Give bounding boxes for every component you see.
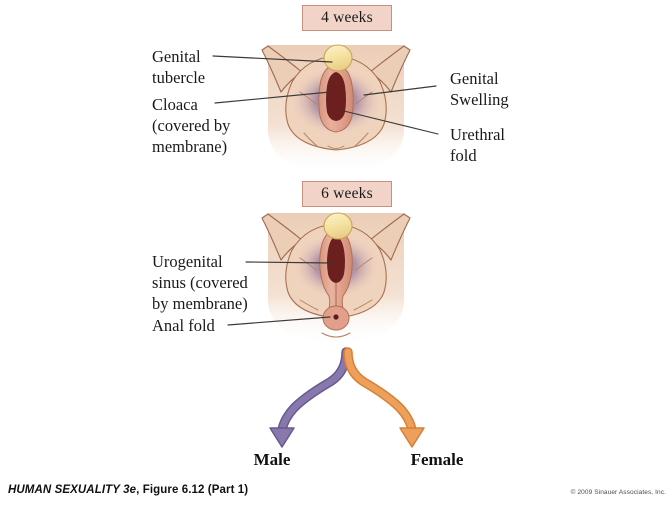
label-genital-tubercle: Genital tubercle	[152, 47, 206, 87]
label-urogenital-sinus: Urogenital sinus (covered by membrane)	[152, 252, 248, 313]
book-title: HUMAN SEXUALITY 3e	[8, 484, 137, 496]
embryo-6-weeks-art	[261, 212, 411, 346]
stage-label-6-weeks: 6 weeks	[302, 181, 392, 207]
outcome-label-female: Female	[410, 450, 464, 469]
label-genital-swelling: Genital Swelling	[450, 69, 509, 109]
embryo-4-weeks-art	[261, 44, 411, 176]
label-anal-fold: Anal fold	[152, 316, 215, 335]
figure-footer-title: HUMAN SEXUALITY 3e, Figure 6.12 (Part 1)	[8, 484, 248, 496]
outcome-arrows	[269, 347, 425, 448]
male-arrow	[269, 347, 351, 448]
stage-label-4-weeks-text: 4 weeks	[321, 9, 373, 26]
label-urethral-fold: Urethral fold	[450, 125, 505, 165]
female-arrow	[343, 347, 425, 448]
leader-lines-4-weeks	[212, 55, 439, 135]
label-cloaca: Cloaca (covered by membrane)	[152, 95, 231, 156]
stage-label-6-weeks-text: 6 weeks	[321, 185, 373, 202]
copyright-notice: © 2009 Sinauer Associates, Inc.	[570, 489, 666, 496]
stage-label-4-weeks: 4 weeks	[302, 5, 392, 31]
figure-number: , Figure 6.12 (Part 1)	[136, 484, 249, 496]
outcome-label-male: Male	[253, 450, 291, 469]
